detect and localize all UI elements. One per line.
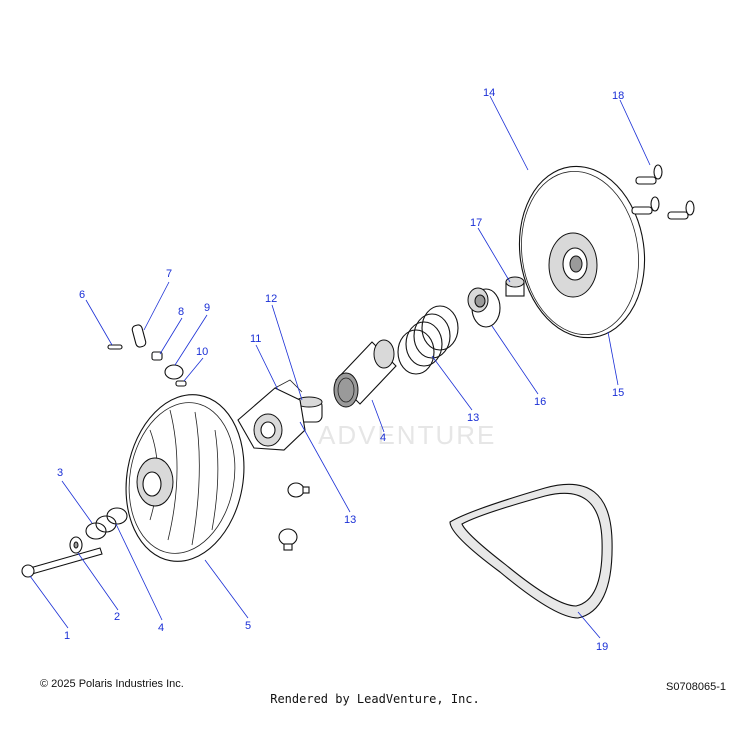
leader-lines	[29, 95, 651, 639]
callout-2: 2	[114, 611, 120, 623]
part-belt-19	[449, 483, 613, 619]
callout-14: 14	[483, 87, 495, 99]
part-pin-6	[107, 344, 123, 350]
callout-labels: 1 2 3 4 5 6 7 8 9 10 11 12 13 4 13 16 17…	[57, 87, 624, 653]
callout-10: 10	[196, 346, 208, 358]
callout-13b: 13	[467, 412, 479, 424]
copyright-text: © 2025 Polaris Industries Inc.	[40, 678, 184, 690]
callout-13a: 13	[344, 514, 356, 526]
part-shaft-4	[333, 339, 397, 408]
part-bushing-17	[505, 276, 525, 297]
callout-1: 1	[64, 630, 70, 642]
part-sheave-large	[518, 165, 646, 339]
callout-16: 16	[534, 396, 546, 408]
callout-6: 6	[79, 289, 85, 301]
part-pin-8	[151, 351, 163, 361]
rendered-by-text: Rendered by LeadVenture, Inc.	[270, 692, 480, 706]
part-roller-a	[287, 482, 310, 498]
callout-9: 9	[204, 302, 210, 314]
part-pin-7	[131, 324, 147, 348]
part-spring-13	[397, 305, 459, 375]
part-sheave-5	[125, 394, 245, 562]
callout-4: 4	[158, 622, 164, 634]
callout-3: 3	[57, 467, 63, 479]
callout-4b: 4	[380, 432, 386, 444]
part-bolt-1	[21, 547, 103, 578]
part-weight-9	[164, 364, 184, 380]
part-cup-16	[467, 287, 501, 328]
watermark-text: ADVENTURE	[318, 420, 496, 450]
part-washer-2	[69, 536, 83, 554]
callout-17: 17	[470, 217, 482, 229]
callout-7: 7	[166, 268, 172, 280]
callout-15: 15	[612, 387, 624, 399]
callout-12: 12	[265, 293, 277, 305]
callout-5: 5	[245, 620, 251, 632]
part-rings-3	[85, 507, 128, 540]
part-spider-11	[237, 379, 306, 451]
callout-8: 8	[178, 306, 184, 318]
callout-18: 18	[612, 90, 624, 102]
part-bolt-18	[631, 164, 695, 220]
part-screw-10	[175, 380, 187, 387]
part-roller-b	[278, 528, 298, 551]
callout-11: 11	[250, 333, 261, 345]
drawing-id-text: S0708065-1	[666, 681, 726, 693]
callout-19: 19	[596, 641, 608, 653]
